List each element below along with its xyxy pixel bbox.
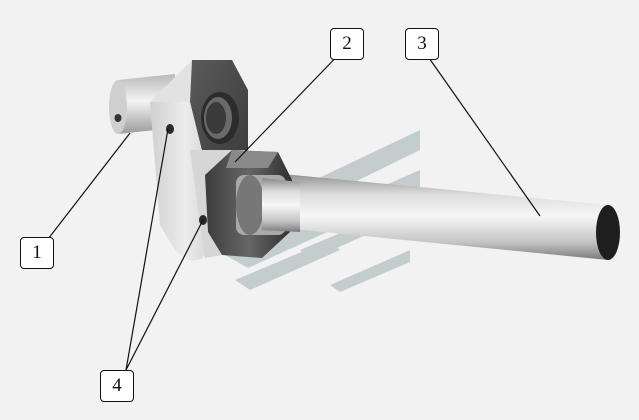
callout-2: 2 [330,28,364,60]
callout-1: 1 [20,237,54,269]
leader-lines [37,45,541,371]
callout-3: 3 [405,28,439,60]
rod-part-3 [262,172,620,260]
nut-part-2 [205,150,300,258]
callout-4: 4 [100,370,134,402]
